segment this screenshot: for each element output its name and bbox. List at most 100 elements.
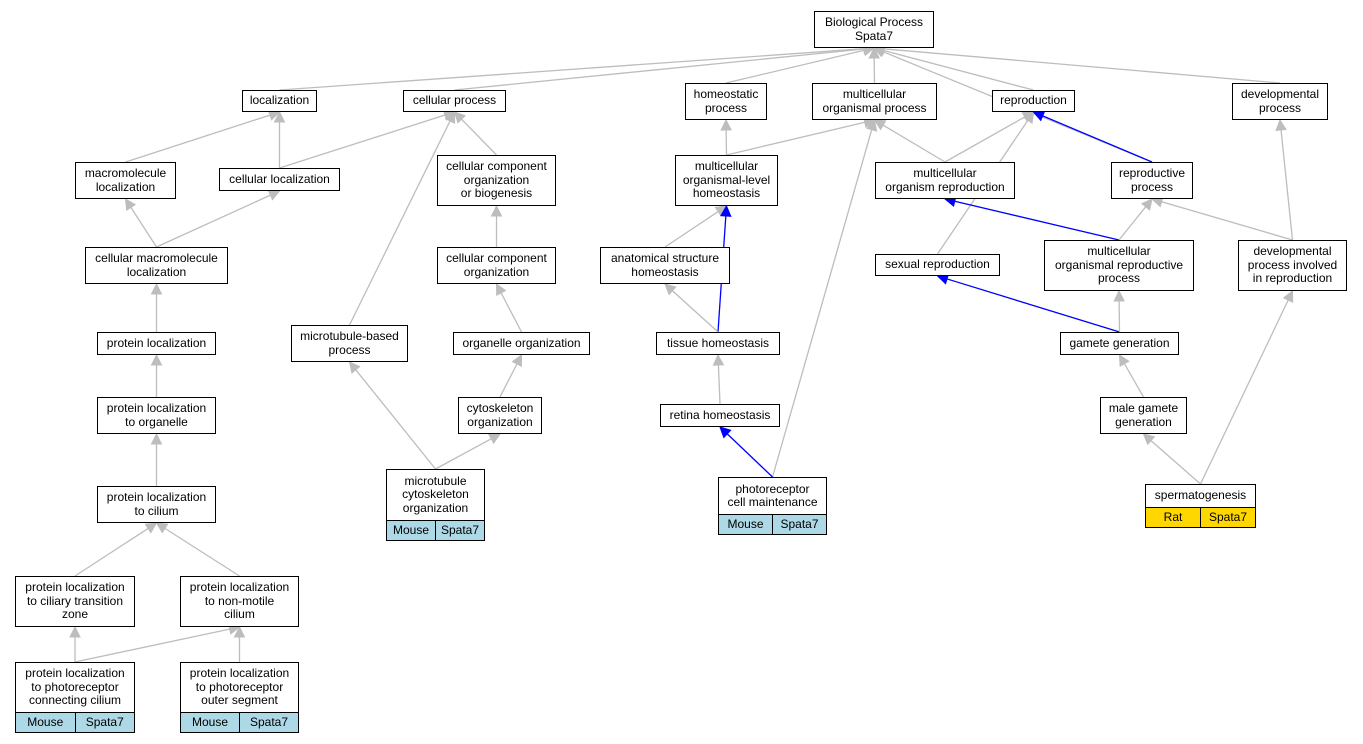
edge-mco-to-mbp xyxy=(355,369,437,470)
node-cytoskeleton-organization[interactable]: cytoskeleton organization xyxy=(458,397,542,434)
arrowhead-spg-to-mgg xyxy=(1142,433,1156,446)
node-protein-localization-to-ciliary-transition-zone[interactable]: protein localization to ciliary transiti… xyxy=(15,576,135,627)
node-label: developmental process involved in reprod… xyxy=(1247,244,1338,286)
node-gamete-generation[interactable]: gamete generation xyxy=(1060,332,1179,355)
node-protein-localization-to-photoreceptor-connecting-cilium[interactable]: protein localization to photoreceptor co… xyxy=(15,662,135,733)
node-multicellular-organismal-process[interactable]: multicellular organismal process xyxy=(812,83,937,120)
node-label: protein localization to ciliary transiti… xyxy=(25,580,125,622)
arrowhead-rp-to-rep xyxy=(1032,110,1046,122)
node-anatomical-structure-homeostasis[interactable]: anatomical structure homeostasis xyxy=(600,247,730,284)
node-label: multicellular organism reproduction xyxy=(885,166,1005,194)
node-biological-process[interactable]: Biological Process Spata7 xyxy=(814,11,934,48)
node-protein-localization-to-photoreceptor-outer-segment[interactable]: protein localization to photoreceptor ou… xyxy=(180,662,299,733)
arrowhead-plc-to-plo xyxy=(150,432,163,445)
node-label: anatomical structure homeostasis xyxy=(610,251,720,279)
edge-cp-to-bp xyxy=(454,48,865,91)
node-organelle-organization[interactable]: organelle organization xyxy=(453,332,590,355)
node-label: multicellular organismal reproductive pr… xyxy=(1054,244,1184,286)
edge-rep-to-bp xyxy=(883,49,1034,91)
species-tag: Mouse xyxy=(181,713,239,732)
node-cellular-component-organization[interactable]: cellular component organization xyxy=(437,247,556,284)
node-label: macromolecule localization xyxy=(84,166,167,194)
edge-dpir-to-dp xyxy=(1280,129,1294,241)
species-tag: Rat xyxy=(1146,508,1200,527)
node-microtubule-based-process[interactable]: microtubule-based process xyxy=(291,325,408,362)
node-cellular-process[interactable]: cellular process xyxy=(403,90,506,112)
node-multicellular-organismal-reproductive-process[interactable]: multicellular organismal reproductive pr… xyxy=(1044,240,1194,291)
edge-ash-to-moh xyxy=(664,211,719,248)
node-microtubule-cytoskeleton-organization[interactable]: microtubule cytoskeleton organization Mo… xyxy=(386,469,485,541)
node-cellular-localization[interactable]: cellular localization xyxy=(219,168,340,191)
node-homeostatic-process[interactable]: homeostatic process xyxy=(685,83,767,120)
node-macromolecule-localization[interactable]: macromolecule localization xyxy=(75,162,176,199)
edge-oo-to-cco xyxy=(500,292,523,333)
node-multicellular-organism-reproduction[interactable]: multicellular organism reproduction xyxy=(875,162,1015,199)
node-label: Biological Process Spata7 xyxy=(824,15,924,43)
node-protein-localization-to-cilium[interactable]: protein localization to cilium xyxy=(97,486,216,523)
node-label: male gamete generation xyxy=(1108,401,1179,429)
node-reproductive-process[interactable]: reproductive process xyxy=(1111,162,1193,199)
node-label: reproduction xyxy=(1000,93,1067,108)
node-label: spermatogenesis xyxy=(1154,488,1247,503)
edge-pcm-to-rh xyxy=(726,433,773,478)
edge-cml-to-cl xyxy=(156,194,271,248)
node-label: multicellular organismal process xyxy=(822,87,927,115)
arrowhead-mbp-to-cp xyxy=(444,110,456,124)
edge-mbp-to-cp xyxy=(348,120,451,326)
arrowhead-cco-to-ccob xyxy=(490,204,503,217)
node-protein-localization[interactable]: protein localization xyxy=(97,332,216,355)
arrowhead-plo-to-pl xyxy=(150,353,163,366)
node-multicellular-organismal-level-homeostasis[interactable]: multicellular organismal-level homeostas… xyxy=(675,155,778,206)
node-label: protein localization to organelle xyxy=(106,401,207,429)
arrowhead-moh-to-hp xyxy=(720,118,732,131)
edge-moh-to-mop xyxy=(726,121,865,156)
edge-dpir-to-rp xyxy=(1161,201,1293,241)
arrowhead-ccob-to-cp xyxy=(453,111,466,124)
node-developmental-process-involved-in-reproduction[interactable]: developmental process involved in reprod… xyxy=(1238,240,1347,291)
arrowhead-plpos-to-plnmc xyxy=(233,625,246,638)
arrowhead-co-to-oo xyxy=(511,354,523,367)
edge-co-to-oo xyxy=(499,363,518,398)
node-cellular-component-organization-or-biogenesis[interactable]: cellular component organization or bioge… xyxy=(437,155,556,206)
node-developmental-process[interactable]: developmental process xyxy=(1232,83,1328,120)
node-localization[interactable]: localization xyxy=(242,90,317,112)
node-male-gamete-generation[interactable]: male gamete generation xyxy=(1100,397,1187,434)
node-cellular-macromolecule-localization[interactable]: cellular macromolecule localization xyxy=(85,247,228,284)
edge-rh-to-th xyxy=(717,364,721,405)
node-sexual-reproduction[interactable]: sexual reproduction xyxy=(875,254,1000,276)
node-label: microtubule cytoskeleton organization xyxy=(402,473,469,515)
gene-tag: Spata7 xyxy=(74,713,134,732)
node-protein-localization-to-organelle[interactable]: protein localization to organelle xyxy=(97,397,216,434)
edge-rp-to-rep xyxy=(1042,115,1153,163)
node-label: sexual reproduction xyxy=(885,257,990,272)
arrowhead-oo-to-cco xyxy=(495,283,507,296)
node-label: reproductive process xyxy=(1118,166,1186,194)
arrowhead-th-to-moh xyxy=(719,204,732,217)
edge-th-to-ash xyxy=(671,290,719,333)
species-tag: Mouse xyxy=(387,521,435,540)
node-reproduction[interactable]: reproduction xyxy=(992,90,1075,112)
node-tissue-homeostasis[interactable]: tissue homeostasis xyxy=(656,332,780,355)
edge-cml-to-mml xyxy=(130,207,158,248)
node-label: photoreceptor cell maintenance xyxy=(727,481,818,509)
node-label: protein localization xyxy=(106,335,207,350)
edge-mor-to-mop xyxy=(882,124,946,163)
edge-mor-to-rep xyxy=(944,116,1026,163)
node-label: protein localization to photoreceptor ou… xyxy=(189,666,290,708)
node-retina-homeostasis[interactable]: retina homeostasis xyxy=(660,404,780,427)
arrowhead-spg-to-dpir xyxy=(1282,289,1294,303)
node-protein-localization-to-non-motile-cilium[interactable]: protein localization to non-motile ciliu… xyxy=(180,576,299,627)
edge-mml-to-loc xyxy=(125,114,271,163)
arrowhead-sr-to-rep xyxy=(1022,111,1035,124)
node-label: cytoskeleton organization xyxy=(466,401,534,429)
arrowhead-dpir-to-dp xyxy=(1275,118,1287,132)
node-label: protein localization to non-motile ciliu… xyxy=(189,580,290,622)
arrowhead-cml-to-cl xyxy=(267,190,281,201)
node-label: microtubule-based process xyxy=(300,329,399,357)
node-label: cellular process xyxy=(412,93,497,108)
